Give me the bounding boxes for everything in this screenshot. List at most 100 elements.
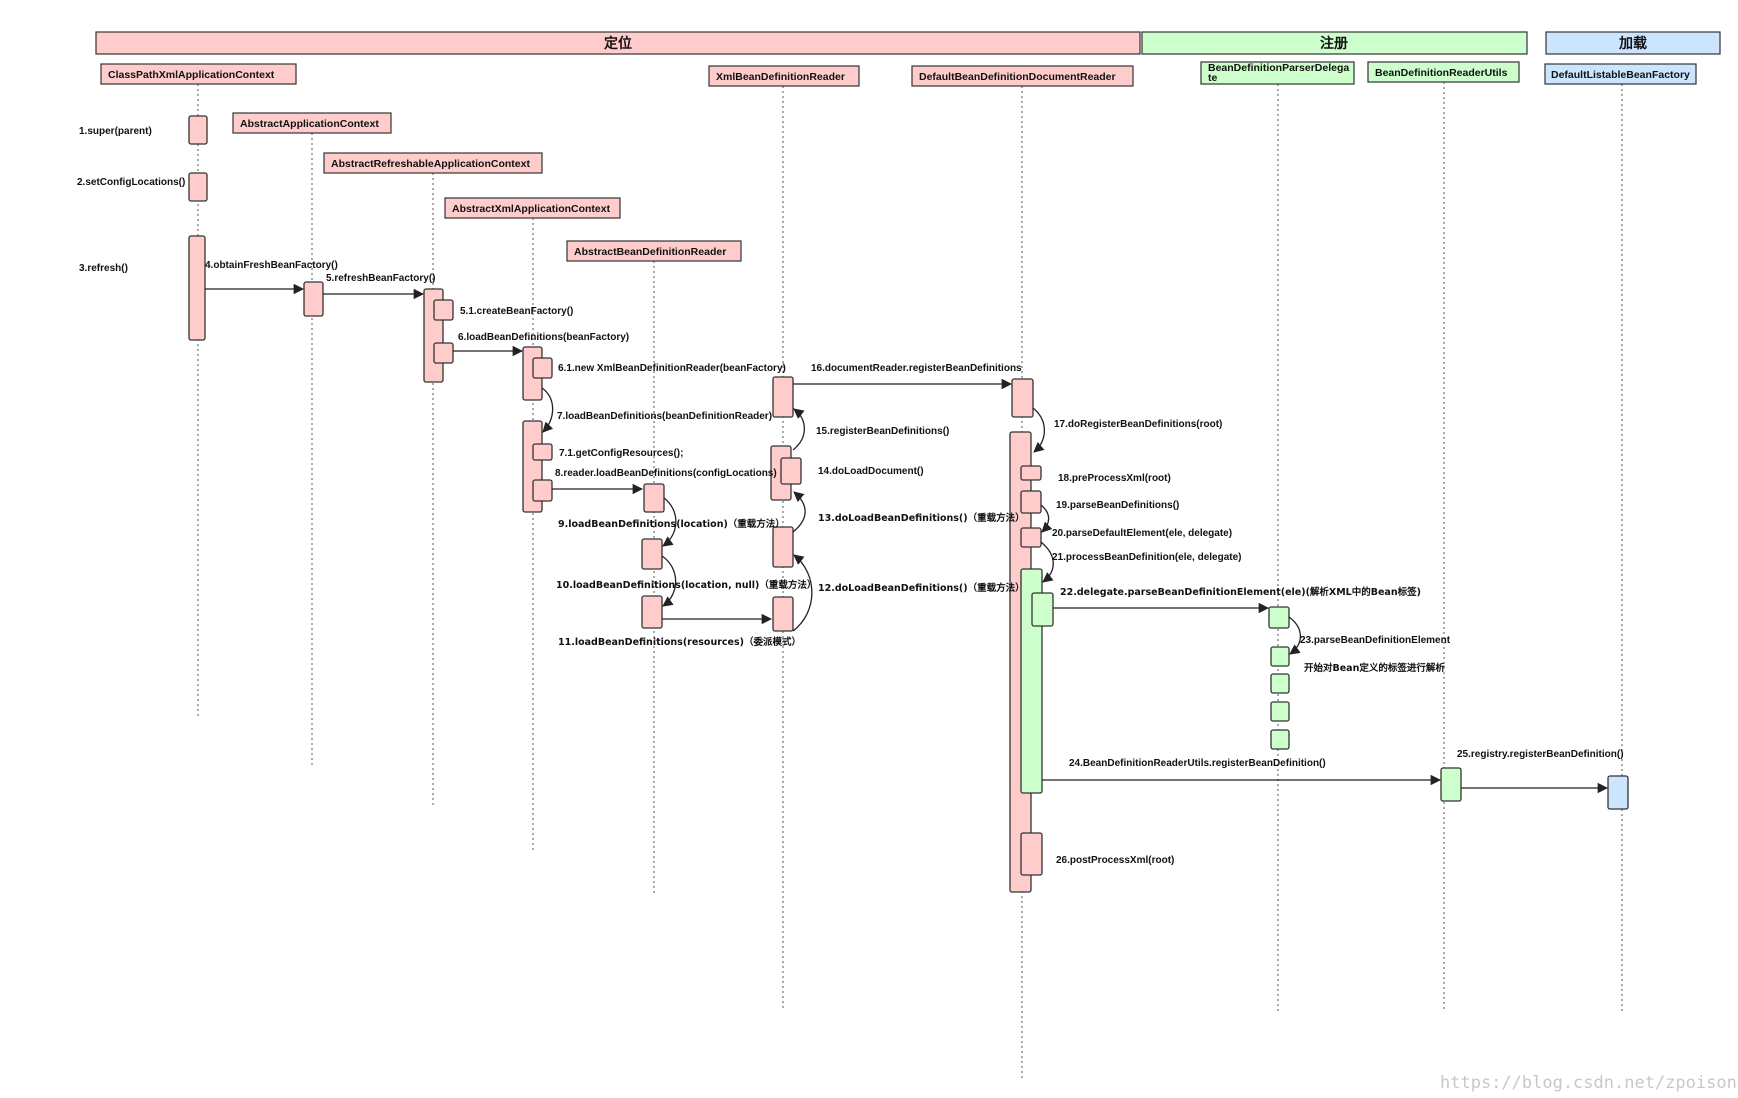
activation-createbf [433,299,454,321]
label-step-5-1: 5.1.createBeanFactory() [460,306,573,317]
class-label-bdpd-line1: BeanDefinitionParserDelega [1208,62,1349,74]
label-step-26: 26.postProcessXml(root) [1056,855,1174,866]
activation-bdpd-c [1270,729,1290,750]
label-step-17: 17.doRegisterBeanDefinitions(root) [1054,419,1222,430]
label-step-19: 19.parseBeanDefinitions() [1056,500,1179,511]
label-step-8: 8.reader.loadBeanDefinitions(configLocat… [555,468,777,479]
arrow-13 [792,491,806,533]
activation-abdr-9 [643,483,665,513]
activation-xbdr-16 [772,376,794,418]
label-step-6-1: 6.1.new XmlBeanDefinitionReader(beanFact… [558,363,786,374]
label-step-20: 20.parseDefaultElement(ele, delegate) [1052,528,1232,539]
label-step-6: 6.loadBeanDefinitions(beanFactory) [458,332,629,343]
arrow-12 [792,554,813,632]
activation-super [188,115,208,145]
class-label-cpxac: ClassPathXmlApplicationContext [108,69,275,81]
class-label-aac: AbstractApplicationContext [240,118,379,130]
activation-readerload [532,479,553,502]
class-label-abdr: AbstractBeanDefinitionReader [574,246,726,258]
activation-abdr-10 [641,538,663,570]
phase-header-register: 注册 [1141,31,1528,55]
label-step-9: 9.loadBeanDefinitions(location)（重载方法） [558,518,785,530]
class-box-xbdr: XmlBeanDefinitionReader [708,65,860,87]
class-box-cpxac: ClassPathXmlApplicationContext [100,63,297,85]
activations [188,115,1629,893]
activation-setconfig [188,172,208,202]
activation-bdru-25 [1440,767,1462,802]
phase-label-load: 加载 [1618,35,1647,52]
class-box-abdr: AbstractBeanDefinitionReader [566,240,742,262]
phase-label-locate: 定位 [604,35,632,52]
activation-bdpd-b [1270,701,1290,722]
activation-dbddr-26 [1020,832,1043,876]
lifelines [197,82,1623,1080]
arrow-17 [1032,407,1046,453]
label-step-10: 10.loadBeanDefinitions(location, null)（重… [556,579,816,591]
class-box-aac: AbstractApplicationContext [232,112,392,134]
label-step-21: 21.processBeanDefinition(ele, delegate) [1052,552,1242,563]
class-box-dlbf: DefaultListableBeanFactory [1544,63,1697,85]
arrow-7 [541,387,554,433]
label-step-5: 5.refreshBeanFactory() [326,273,435,284]
phase-header-locate: 定位 [95,31,1141,55]
arrow-23 [1288,616,1302,655]
class-label-bdpd-line2: te [1208,72,1217,84]
label-step-13: 13.doLoadBeanDefinitions()（重载方法） [818,512,1025,524]
label-step-7-1: 7.1.getConfigResources(); [559,448,683,459]
activation-newreader [532,357,553,379]
arrow-15 [792,408,806,451]
label-step-11: 11.loadBeanDefinitions(resources)（委派模式） [558,636,801,648]
activation-obtain [303,281,324,317]
label-step-7: 7.loadBeanDefinitions(beanDefinitionRead… [557,411,772,422]
label-step-15: 15.registerBeanDefinitions() [816,426,949,437]
phase-label-register: 注册 [1320,35,1348,52]
activation-dbddr-16 [1011,378,1034,418]
class-label-dlbf: DefaultListableBeanFactory [1551,69,1690,81]
label-step-18: 18.preProcessXml(root) [1058,473,1171,484]
class-box-axac: AbstractXmlApplicationContext [444,197,621,219]
label-step-1: 1.super(parent) [79,126,152,137]
activation-bdpd-23 [1270,646,1290,667]
activation-abdr-11 [641,595,663,629]
labels: 1.super(parent) 2.setConfigLocations() 3… [77,126,1624,866]
label-step-3: 3.refresh() [79,263,128,274]
class-label-axac: AbstractXmlApplicationContext [452,203,611,215]
activation-dbddr-22 [1031,592,1054,627]
activation-dbddr-19 [1020,490,1042,514]
class-box-bdru: BeanDefinitionReaderUtils [1367,61,1520,83]
arrow-9 [662,497,677,547]
class-box-bdpd: BeanDefinitionParserDelega te [1200,61,1355,85]
activation-dbddr-18 [1020,465,1042,481]
activation-loadbd6 [433,342,454,364]
label-step-23-note: 开始对Bean定义的标签进行解析 [1304,662,1445,674]
activation-getconfig [532,443,553,461]
phase-header-load: 加载 [1545,31,1721,55]
activation-dbddr-20 [1020,527,1042,548]
activation-xbdr-13 [772,526,794,568]
activation-xbdr-12 [772,596,794,632]
activation-bdpd-a [1270,673,1290,694]
label-step-4: 4.obtainFreshBeanFactory() [205,260,338,271]
activation-xbdr-14 [780,457,802,485]
arrow-20 [1040,504,1053,533]
arrow-21 [1040,541,1054,583]
activation-dlbf [1607,775,1629,810]
activation-refresh [188,235,206,341]
label-step-14: 14.doLoadDocument() [818,466,924,477]
label-step-24: 24.BeanDefinitionReaderUtils.registerBea… [1069,758,1326,769]
messages [205,283,1609,794]
class-box-arac: AbstractRefreshableApplicationContext [323,152,543,174]
class-label-bdru: BeanDefinitionReaderUtils [1375,67,1508,79]
label-step-2: 2.setConfigLocations() [77,177,185,188]
activation-bdpd-22 [1268,606,1290,629]
label-step-22: 22.delegate.parseBeanDefinitionElement(e… [1060,586,1421,598]
class-label-dbddr: DefaultBeanDefinitionDocumentReader [919,71,1116,83]
label-step-25: 25.registry.registerBeanDefinition() [1457,749,1624,760]
label-step-16: 16.documentReader.registerBeanDefinition… [811,363,1022,374]
label-step-12: 12.doLoadBeanDefinitions()（重载方法） [818,582,1025,594]
class-label-arac: AbstractRefreshableApplicationContext [331,158,530,170]
arrow-10 [661,555,677,607]
class-label-xbdr: XmlBeanDefinitionReader [716,71,845,83]
watermark: https://blog.csdn.net/zpoison [1440,1073,1737,1093]
